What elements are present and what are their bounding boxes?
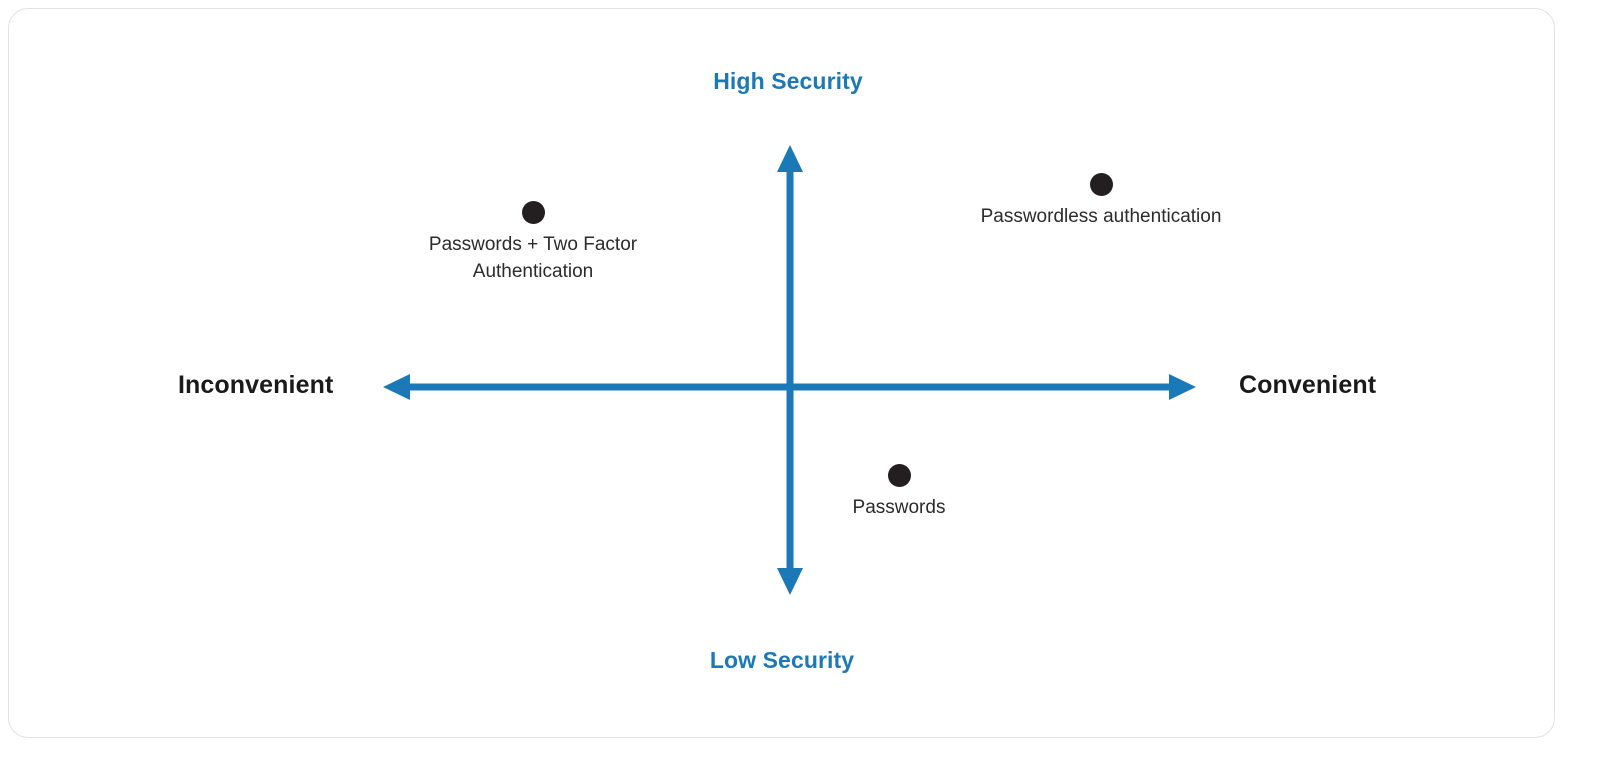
axis-pole-label-low-security: Low Security xyxy=(709,647,855,673)
data-point-dot xyxy=(521,201,545,224)
data-point-dot xyxy=(887,464,911,487)
data-point-passwords: Passwords xyxy=(769,464,1029,521)
data-point-label: Passwords xyxy=(852,497,946,518)
data-point-passwordless: Passwordless authentication xyxy=(891,173,1311,230)
data-point-label: Passwords + Two Factor Authentication xyxy=(428,234,638,282)
axis-pole-label-high-security: High Security xyxy=(713,68,863,94)
data-point-two-factor: Passwords + Two Factor Authentication xyxy=(383,201,683,285)
diagram-card xyxy=(8,8,1555,738)
axis-arrow-up-icon xyxy=(777,145,803,172)
axis-arrow-right-icon xyxy=(1169,374,1196,400)
axis-pole-label-inconvenient: Inconvenient xyxy=(178,371,334,399)
axis-arrow-left-icon xyxy=(383,374,410,400)
data-point-dot xyxy=(1089,173,1113,196)
data-point-label: Passwordless authentication xyxy=(980,206,1222,227)
axis-pole-label-convenient: Convenient xyxy=(1239,371,1377,399)
axis-arrow-down-icon xyxy=(777,568,803,595)
